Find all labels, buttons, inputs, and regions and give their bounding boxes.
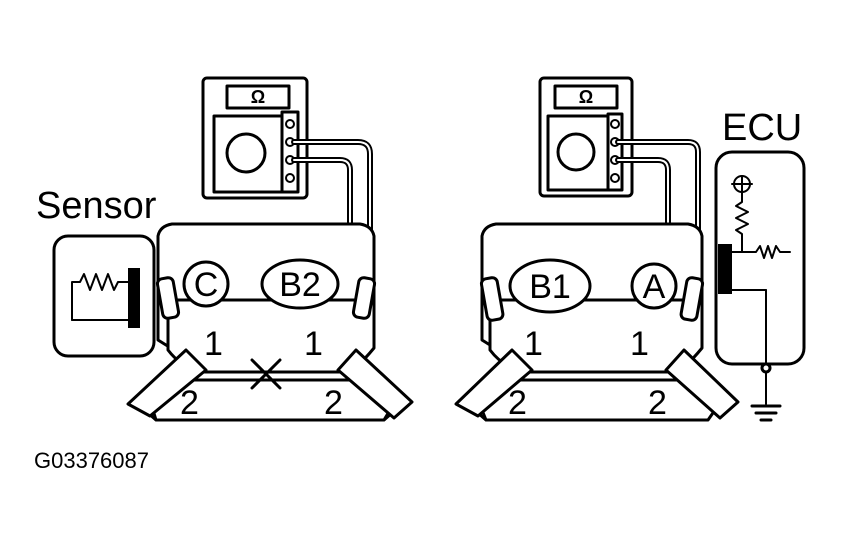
left-terminal-b2: B2 (279, 266, 321, 304)
ground-icon (750, 371, 782, 422)
right-pin-bottom-right: 2 (648, 384, 667, 422)
right-pin-top-right: 1 (630, 325, 649, 363)
right-ohmmeter-icon: Ω (538, 76, 634, 198)
left-pin-top-left: 1 (204, 325, 223, 363)
sensor-label: Sensor (36, 185, 157, 227)
right-terminal-b1: B1 (529, 268, 571, 306)
left-pin-top-right: 1 (304, 325, 323, 363)
left-pin-bottom-left: 2 (180, 384, 199, 422)
right-connector (454, 222, 740, 422)
right-meter-ohm-symbol: Ω (579, 87, 593, 107)
ecu-circuit-icon (714, 150, 806, 374)
right-pin-bottom-left: 2 (508, 384, 527, 422)
ecu-label: ECU (722, 107, 802, 149)
right-terminal-a: A (643, 268, 666, 306)
right-pin-top-left: 1 (524, 325, 543, 363)
left-meter-ohm-symbol: Ω (251, 87, 265, 107)
resistor-sensor-icon (52, 234, 156, 358)
x-mark-icon (250, 358, 282, 390)
figure-code: G03376087 (34, 448, 149, 473)
left-pin-bottom-right: 2 (324, 384, 343, 422)
left-ohmmeter-icon: Ω (201, 76, 309, 200)
left-connector (126, 222, 414, 422)
left-terminal-c: C (194, 266, 219, 304)
